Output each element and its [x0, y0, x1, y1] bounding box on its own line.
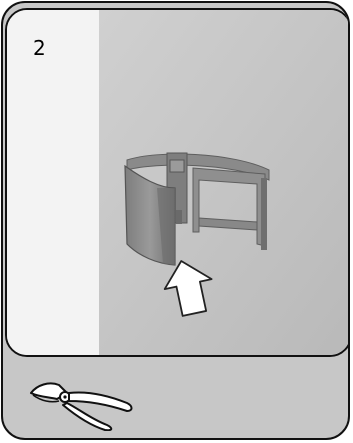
instruction-card: 2: [1, 1, 350, 440]
side-wall: [7, 10, 99, 355]
bracket-right-edge: [261, 178, 267, 250]
step-illustration-panel: 2: [5, 8, 350, 357]
bracket-mounting-illustration: [7, 10, 350, 355]
step-number: 2: [33, 38, 46, 58]
bracket-mount-tab: [170, 160, 184, 172]
required-tool-area: [3, 355, 350, 439]
bracket-clip: [176, 210, 182, 224]
side-cutter-pliers-icon: [27, 373, 139, 431]
